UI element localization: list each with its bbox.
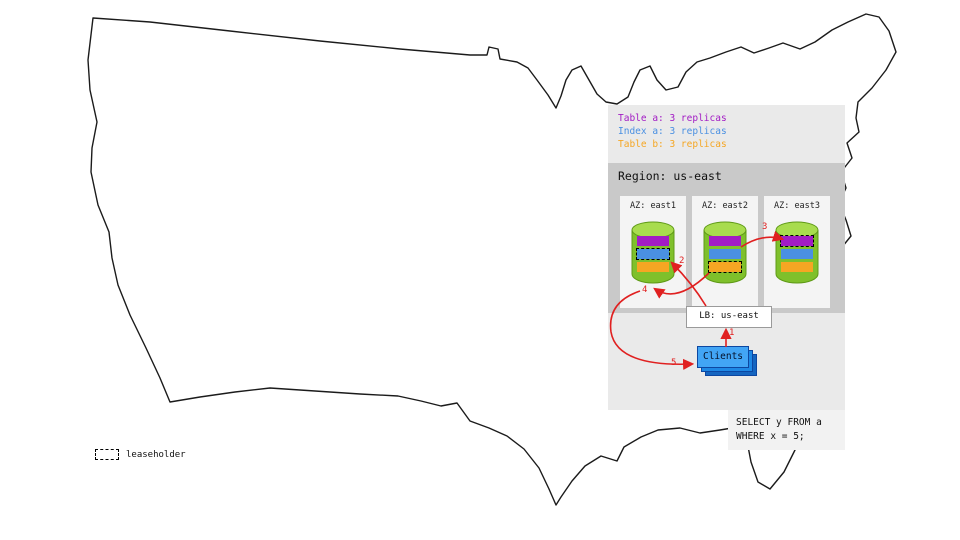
- clients-stack: Clients: [697, 346, 761, 378]
- query-line-2: WHERE x = 5;: [736, 431, 805, 442]
- replica-bar-table-b: [637, 262, 669, 272]
- replica-legend: Table a: 3 replicas Index a: 3 replicas …: [618, 112, 727, 151]
- query-box: SELECT y FROM a WHERE x = 5;: [728, 410, 845, 450]
- leaseholder-dashed-swatch-icon: [95, 449, 119, 460]
- az-box-east3: AZ: east3: [764, 196, 830, 308]
- replica-bar-table-a: [709, 236, 741, 246]
- replica-bar-index-a: [781, 249, 813, 259]
- az-label: AZ: east1: [629, 201, 677, 211]
- load-balancer-box: LB: us-east: [686, 306, 772, 328]
- legend-item-table-a: Table a: 3 replicas: [618, 113, 727, 124]
- replica-bar-table-b: [781, 262, 813, 272]
- legend-item-index-a: Index a: 3 replicas: [618, 126, 727, 137]
- az-label: AZ: east3: [773, 201, 821, 211]
- az-box-east2: AZ: east2: [692, 196, 758, 308]
- az-box-east1: AZ: east1: [620, 196, 686, 308]
- replica-bar-table-b: [708, 261, 742, 273]
- replica-bar-index-a: [636, 248, 670, 260]
- flow-step-label-4: 4: [642, 285, 648, 295]
- region-title: Region: us-east: [618, 169, 722, 183]
- legend-item-table-b: Table b: 3 replicas: [618, 139, 727, 150]
- replica-bar-table-a: [780, 235, 814, 247]
- az-label: AZ: east2: [701, 201, 749, 211]
- replica-bar-index-a: [709, 249, 741, 259]
- flow-step-label-5: 5: [671, 358, 677, 368]
- leaseholder-legend-label: leaseholder: [126, 450, 186, 460]
- replica-bar-table-a: [637, 236, 669, 246]
- leaseholder-legend: leaseholder: [95, 449, 186, 460]
- flow-step-label-3: 3: [762, 222, 768, 232]
- clients-label: Clients: [697, 346, 749, 368]
- flow-step-label-1: 1: [729, 328, 735, 338]
- flow-step-label-2: 2: [679, 256, 685, 266]
- query-line-1: SELECT y FROM a: [736, 417, 822, 428]
- region-panel: Table a: 3 replicas Index a: 3 replicas …: [608, 105, 845, 410]
